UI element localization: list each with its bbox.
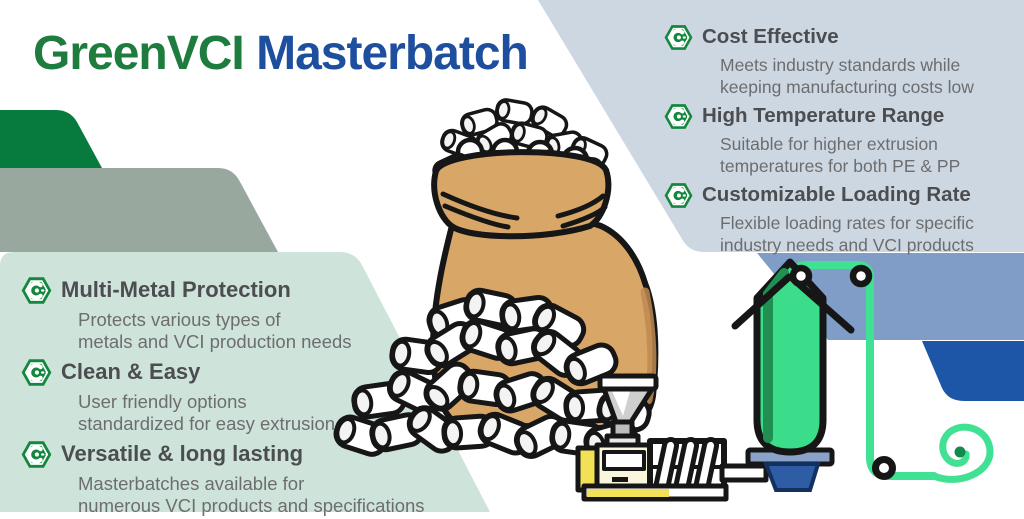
feature-title: Clean & Easy xyxy=(61,359,201,384)
feature-title: Customizable Loading Rate xyxy=(702,183,971,206)
feature-title: High Temperature Range xyxy=(702,104,945,127)
feature-line: metals and VCI production needs xyxy=(78,331,352,352)
features-right: Cost Effective Meets industry standards … xyxy=(663,21,1023,258)
greenvci-hexagon-logo-icon xyxy=(664,182,693,208)
band-dark-green xyxy=(0,110,102,168)
feature-line: Flexible loading rates for specific xyxy=(720,213,974,233)
greenvci-hexagon-logo-icon xyxy=(664,103,693,129)
feature-heading-row: Clean & Easy xyxy=(20,355,450,389)
feature-line: temperatures for both PE & PP xyxy=(720,155,961,176)
tower-pedestal xyxy=(763,462,821,492)
features-left: Multi-Metal Protection Protects various … xyxy=(20,273,450,519)
extruder-output-shaft xyxy=(719,463,769,483)
sack-rim-creases xyxy=(440,191,608,230)
feature-heading-row: Multi-Metal Protection xyxy=(20,273,450,307)
feature-title: Cost Effective xyxy=(702,25,839,48)
feature-title: Versatile & long lasting xyxy=(61,441,304,466)
feature-line: Protects various types of xyxy=(78,309,281,330)
feature-line: Meets industry standards while xyxy=(720,55,961,75)
film-bubble-tank xyxy=(753,258,827,456)
title-product: Masterbatch xyxy=(256,27,529,80)
greenvci-hexagon-logo-icon xyxy=(21,440,52,468)
feature-line: industry needs and VCI products xyxy=(720,234,974,255)
feature-cost-effective: Cost Effective Meets industry standards … xyxy=(663,21,1023,98)
feature-versatile: Versatile & long lasting Masterbatches a… xyxy=(20,437,450,517)
feature-loading-rate: Customizable Loading Rate Flexible loadi… xyxy=(663,179,1023,256)
greenvci-hexagon-logo-icon xyxy=(21,358,52,386)
feature-line: Masterbatches available for xyxy=(78,473,305,494)
pulley xyxy=(789,264,813,288)
feature-line: keeping manufacturing costs low xyxy=(720,76,974,97)
pulley xyxy=(872,456,896,480)
feature-line: Suitable for higher extrusion xyxy=(720,134,938,154)
band-dark-blue xyxy=(922,341,1024,401)
title-brand: GreenVCI xyxy=(33,27,245,80)
greenvci-hexagon-logo-icon xyxy=(664,24,693,50)
feature-heading-row: Versatile & long lasting xyxy=(20,437,450,471)
feature-line: User friendly options xyxy=(78,391,247,412)
film-roll-spiral xyxy=(930,423,994,483)
blown-film-tower xyxy=(731,258,994,492)
greenvci-hexagon-logo-icon xyxy=(21,276,52,304)
pulley xyxy=(849,264,873,288)
feature-high-temperature: High Temperature Range Suitable for high… xyxy=(663,100,1023,177)
feature-heading-row: Cost Effective xyxy=(663,21,1023,53)
feature-title: Multi-Metal Protection xyxy=(61,277,291,302)
feature-line: numerous VCI products and specifications xyxy=(78,495,425,516)
band-sage xyxy=(0,168,278,252)
feature-heading-row: Customizable Loading Rate xyxy=(663,179,1023,211)
film-roll-core xyxy=(954,446,966,458)
feature-multi-metal: Multi-Metal Protection Protects various … xyxy=(20,273,450,353)
panel-blue-gray xyxy=(538,0,1024,252)
page-title: GreenVCI Masterbatch xyxy=(33,26,529,81)
feature-heading-row: High Temperature Range xyxy=(663,100,1023,132)
feature-clean-easy: Clean & Easy User friendly options stand… xyxy=(20,355,450,435)
feature-line: standardized for easy extrusion xyxy=(78,413,336,434)
extruder-machine xyxy=(575,373,769,502)
funnel xyxy=(597,373,659,450)
